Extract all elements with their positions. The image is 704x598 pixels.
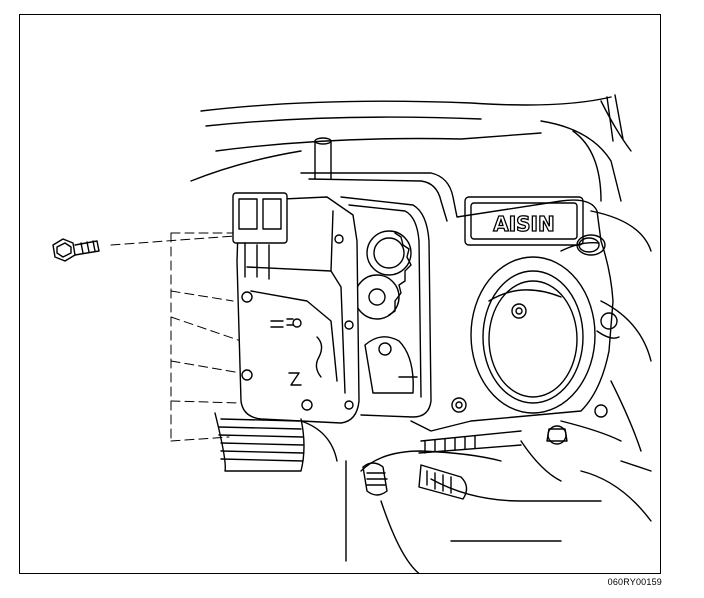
gear-train — [354, 230, 418, 394]
throttle-bore — [470, 234, 606, 414]
corrugated-hoses — [214, 412, 522, 500]
mounting-bolts — [451, 312, 620, 445]
figure-id: 060RY00159 — [607, 577, 662, 587]
gear-cover — [340, 196, 432, 418]
removal-bolt — [52, 238, 100, 262]
throttle-body-illustration: AISIN — [52, 94, 652, 573]
engine-background — [190, 94, 652, 573]
illustration-frame: AISIN — [19, 14, 661, 574]
throttle-body-housing — [300, 172, 614, 432]
casting-label: AISIN — [493, 212, 555, 236]
throttle-actuator-module — [232, 192, 360, 424]
